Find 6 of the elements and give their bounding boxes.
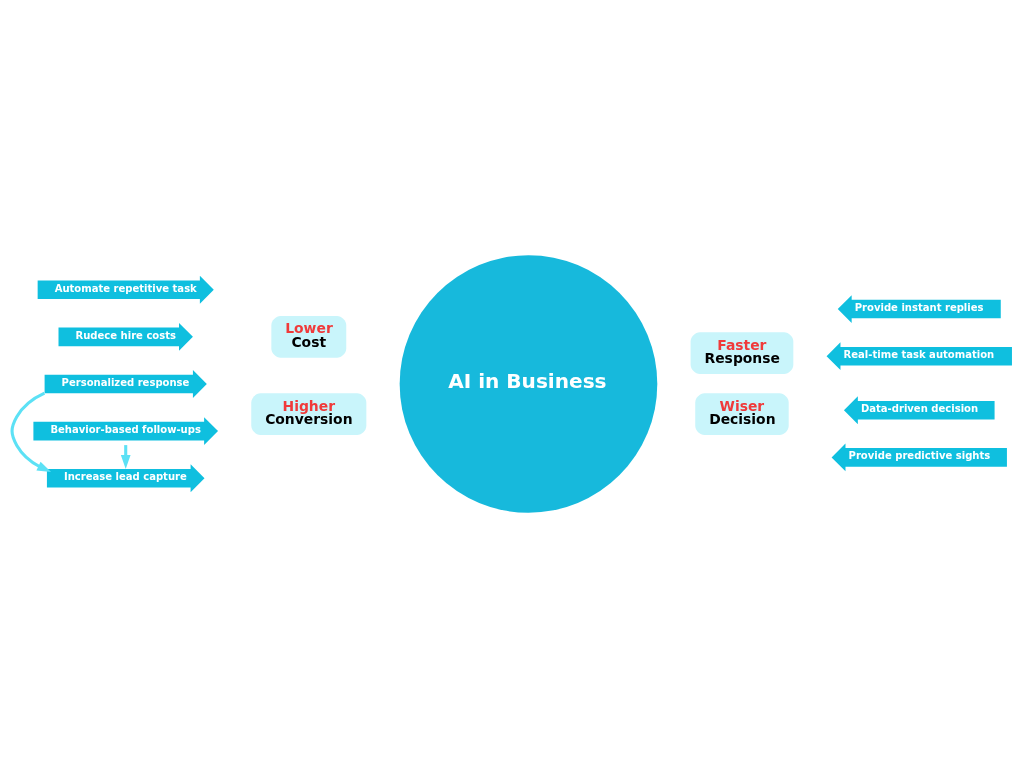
node-box: Faster Response [690, 332, 794, 374]
node-box: Higher Conversion [251, 393, 367, 435]
node-box: Lower Cost [271, 316, 347, 358]
node-box: Wiser Decision [695, 393, 789, 435]
node-circle: AI in Business [399, 255, 658, 513]
arrow [10, 391, 52, 473]
